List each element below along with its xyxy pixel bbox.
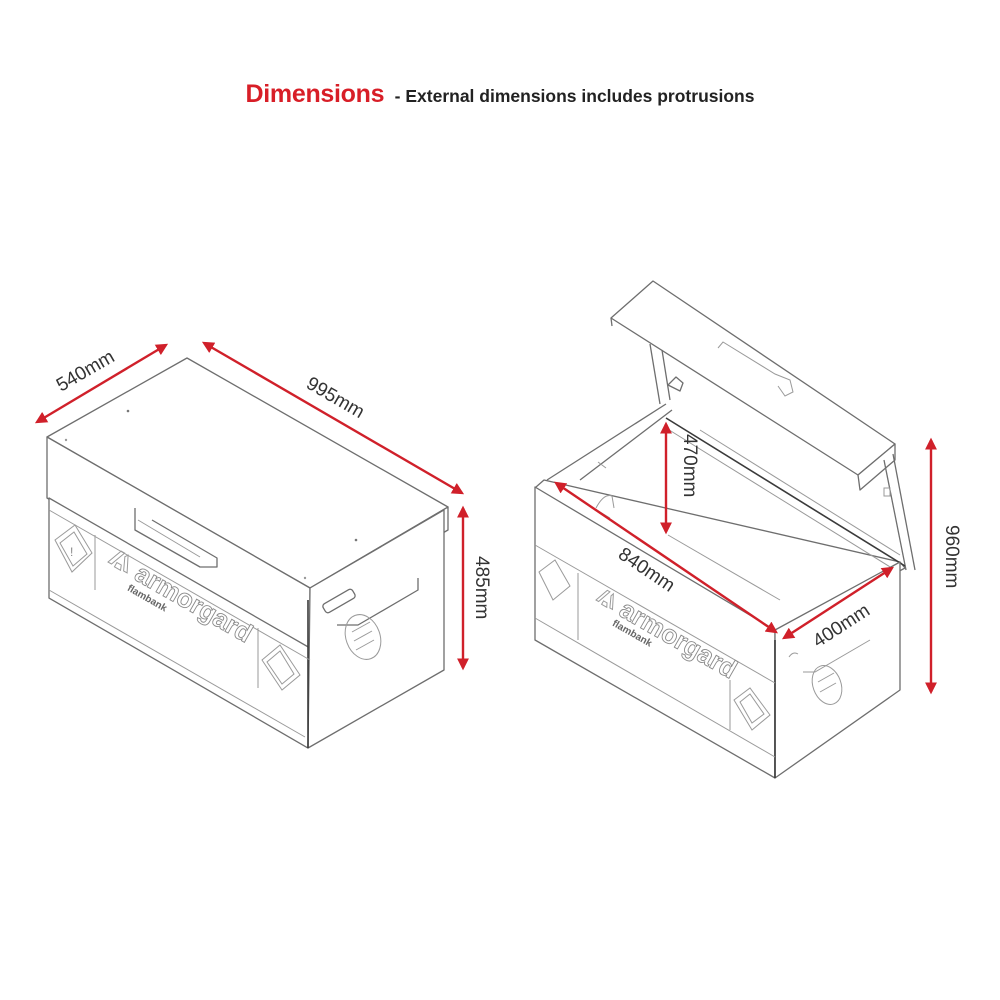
internal-length-arrow [554, 481, 778, 634]
lock-icon [322, 588, 356, 614]
internal-depth-arrow [781, 566, 895, 640]
height-label: 485mm [471, 556, 492, 619]
closed-box-drawing: ! armorgard flambank [46, 357, 449, 749]
depth-arrow [34, 343, 169, 424]
open-box-drawing: armorgard flambank [534, 280, 916, 779]
internal-height-label: 470mm [679, 434, 700, 497]
exclamation-icon: ! [70, 545, 73, 559]
flame-sign-icon [261, 644, 301, 691]
flame-sign-icon [733, 687, 771, 731]
page-subtitle: - External dimensions includes protrusio… [394, 86, 755, 106]
open-box-lid [610, 280, 896, 476]
header: Dimensions - External dimensions include… [0, 80, 1000, 109]
width-label: 995mm [303, 373, 368, 423]
depth-label: 540mm [53, 346, 118, 396]
lock-icon [788, 652, 799, 658]
warning-sign-icon [54, 524, 93, 573]
open-height-label: 960mm [941, 525, 962, 588]
width-arrow [201, 341, 465, 495]
page-title: Dimensions [245, 80, 385, 108]
